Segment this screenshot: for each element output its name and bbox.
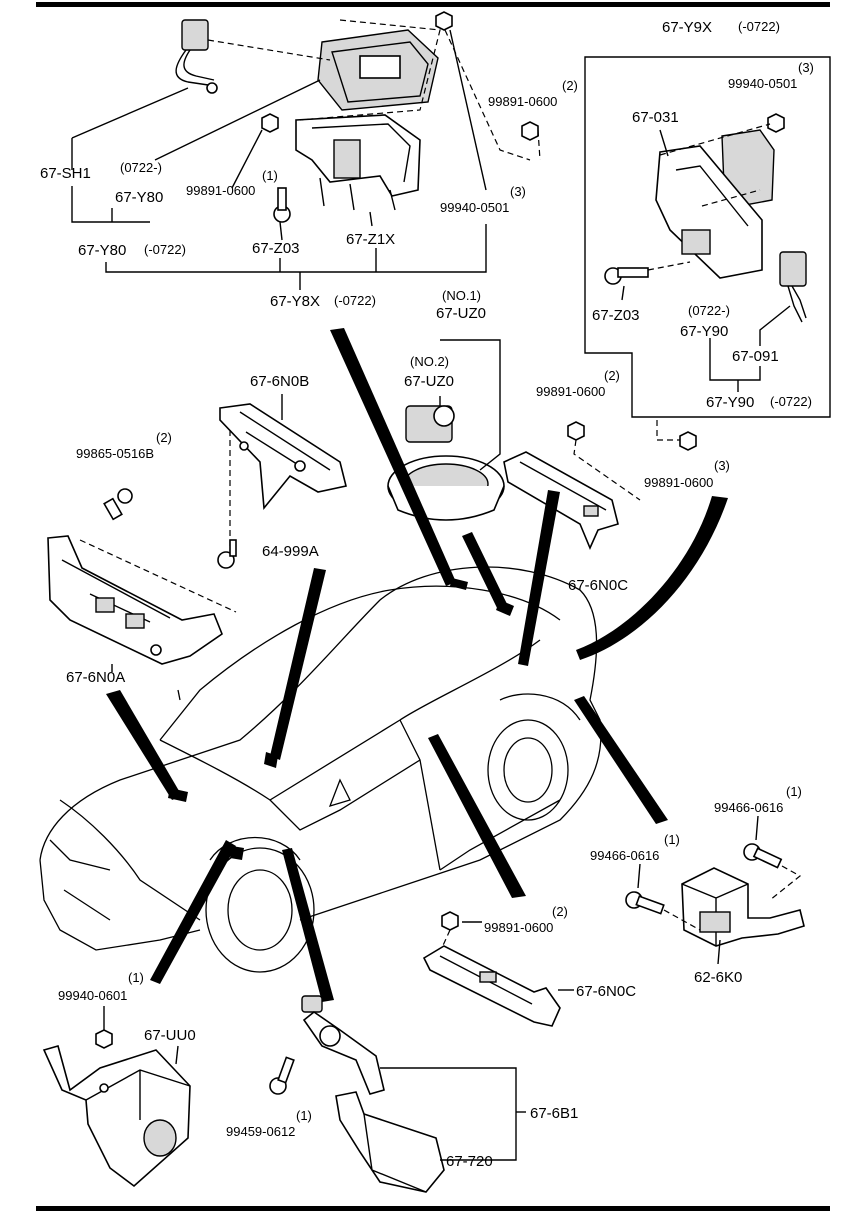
label-67-y80-a: 67-Y80 — [115, 189, 163, 206]
leader-wedge-2 — [462, 532, 508, 610]
label-99466-b-qty: (1) — [664, 832, 680, 847]
label-99459: 99459-0612 — [226, 1124, 295, 1139]
label-99891-d-qty: (3) — [714, 458, 730, 473]
label-67-z1x: 67-Z1X — [346, 231, 395, 248]
y9x-group-box — [584, 56, 831, 418]
nut-99891-e — [441, 911, 459, 931]
label-y80-range: (-0722) — [144, 242, 186, 257]
label-67-uz0-a: 67-UZ0 — [436, 305, 486, 322]
nut-99940-0501-b — [767, 113, 785, 133]
nut-99891-b — [521, 121, 539, 141]
mounting-bracket-z1x — [295, 114, 421, 211]
label-99940-0501-b-qty: (3) — [798, 60, 814, 75]
label-67-6n0c-b: 67-6N0C — [576, 983, 636, 1000]
label-99459-qty: (1) — [296, 1108, 312, 1123]
nut-99891-a — [261, 113, 279, 133]
label-no2: (NO.2) — [410, 354, 449, 369]
antenna-67-6n0c-lower — [422, 945, 561, 1027]
leader-wedge-6 — [106, 690, 182, 800]
label-99940-0501-b: 99940-0501 — [728, 76, 797, 91]
leader-wedge-9 — [150, 840, 236, 984]
label-99891-b: 99891-0600 — [488, 94, 557, 109]
label-67-y90-b: 67-Y90 — [706, 394, 754, 411]
bracket-67-6b1 — [301, 995, 385, 1095]
label-67-720: 67-720 — [446, 1153, 493, 1170]
label-99891-d: 99891-0600 — [644, 475, 713, 490]
screw-64-999a — [217, 539, 237, 569]
label-99891-e: 99891-0600 — [484, 920, 553, 935]
bracket-67-6n0b — [219, 403, 347, 511]
label-67-uz0-b: 67-UZ0 — [404, 373, 454, 390]
label-99466-b: 99466-0616 — [590, 848, 659, 863]
label-64-999a: 64-999A — [262, 543, 319, 560]
leader-wedge-4 — [576, 496, 728, 660]
bolt-99459 — [269, 1056, 295, 1095]
module-67-031 — [655, 129, 775, 279]
leader-wedge-7 — [428, 734, 526, 898]
label-99940-0501-a: 99940-0501 — [440, 200, 509, 215]
bottom-border-bar — [36, 1206, 830, 1211]
label-99891-b-qty: (2) — [562, 78, 578, 93]
leader-wedge-8 — [574, 696, 668, 824]
label-0722-y90-note: (0722-) — [688, 303, 730, 318]
switch-uz0-no2 — [405, 405, 455, 443]
nut-99940-0601 — [95, 1029, 113, 1049]
nut-99891-c — [567, 421, 585, 441]
nut-99940-0501-a — [435, 11, 453, 31]
label-99891-e-qty: (2) — [552, 904, 568, 919]
label-67-y8x: 67-Y8X — [270, 293, 320, 310]
label-67-6b1: 67-6B1 — [530, 1105, 578, 1122]
leader-wedge-1 — [330, 328, 456, 586]
module-67-720 — [335, 1091, 445, 1193]
receiver-module-top — [317, 29, 439, 111]
label-99865-qty: (2) — [156, 430, 172, 445]
bolt-67-z03-a — [273, 187, 291, 223]
module-62-6k0 — [681, 867, 805, 947]
label-67-y9x: 67-Y9X — [662, 19, 712, 36]
label-67-z03-b: 67-Z03 — [592, 307, 640, 324]
top-border-bar — [36, 2, 830, 7]
bolt-99466-b — [625, 891, 665, 915]
unit-67-uu0 — [42, 1045, 191, 1188]
label-67-6n0b: 67-6N0B — [250, 373, 309, 390]
label-67-091: 67-091 — [732, 348, 779, 365]
leader-wedge-5 — [270, 568, 326, 760]
label-99466-a: 99466-0616 — [714, 800, 783, 815]
label-y9x-range: (-0722) — [738, 19, 780, 34]
label-0722-y80-note: (0722-) — [120, 160, 162, 175]
label-y90-range: (-0722) — [770, 394, 812, 409]
harness-connector-091 — [779, 251, 807, 323]
label-67-031: 67-031 — [632, 109, 679, 126]
nut-99891-d — [679, 431, 697, 451]
antenna-67-6n0c-upper — [503, 451, 619, 551]
label-99865: 99865-0516B — [76, 446, 154, 461]
label-67-z03-a: 67-Z03 — [252, 240, 300, 257]
leader-wedge-10 — [282, 848, 334, 1002]
label-67-y80-b: 67-Y80 — [78, 242, 126, 259]
bracket-67-6n0a — [47, 535, 223, 665]
bolt-99466-a — [743, 843, 783, 869]
label-99466-a-qty: (1) — [786, 784, 802, 799]
label-99940-0501-a-qty: (3) — [510, 184, 526, 199]
harness-connector-sh1 — [175, 19, 218, 94]
label-99940-0601: 99940-0601 — [58, 988, 127, 1003]
label-99891-c: 99891-0600 — [536, 384, 605, 399]
label-67-uu0: 67-UU0 — [144, 1027, 196, 1044]
label-67-6n0a: 67-6N0A — [66, 669, 125, 686]
label-99940-0601-qty: (1) — [128, 970, 144, 985]
label-99891-a-qty: (1) — [262, 168, 278, 183]
label-y8x-range: (-0722) — [334, 293, 376, 308]
label-62-6k0: 62-6K0 — [694, 969, 742, 986]
leader-wedge-3 — [518, 490, 560, 666]
label-no1: (NO.1) — [442, 288, 481, 303]
label-67-6n0c-a: 67-6N0C — [568, 577, 628, 594]
label-67-y90-a: 67-Y90 — [680, 323, 728, 340]
bolt-67-z03-b — [604, 267, 649, 285]
screw-99865 — [103, 488, 133, 521]
label-99891-c-qty: (2) — [604, 368, 620, 383]
label-99891-a: 99891-0600 — [186, 183, 255, 198]
label-67-sh1: 67-SH1 — [40, 165, 91, 182]
